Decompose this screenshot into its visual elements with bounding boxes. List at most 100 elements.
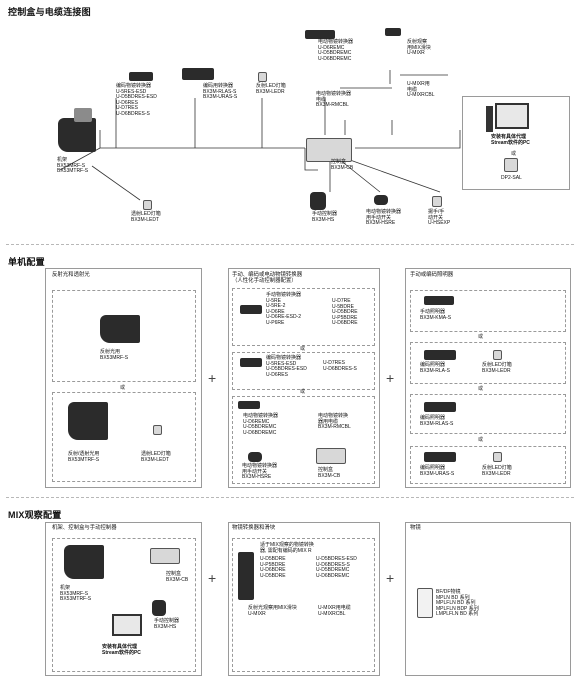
rlas-image: [424, 402, 456, 412]
single-col3-box1: [410, 290, 566, 332]
single-col3-or2: 或: [478, 386, 484, 392]
coded-turret-label: 编码用转换器 BX3M-RLAS-S BX3M-URAS-S: [203, 83, 238, 101]
mix-col3-frame: [405, 522, 571, 676]
single-led-image: [153, 425, 162, 435]
single-col3-item2: 编码照明器 BX3M-RLA-S: [420, 362, 451, 374]
plus-2: +: [386, 370, 395, 386]
single-col2-box2: [232, 352, 375, 390]
mix-cb-image: [150, 548, 180, 564]
single-col3-led4: 反射LED灯箱 BX3M-LEDR: [482, 465, 512, 477]
single-col2-box2-b: U-D7RES U-D6BDRES-S: [323, 360, 357, 372]
mix-col1-hs: 手动控制器 BX3M-HS: [154, 618, 180, 630]
mix-col3-title: 物镜: [410, 525, 421, 531]
single-col3-frame: [405, 268, 571, 488]
plus-4: +: [386, 570, 395, 586]
coded-nosepiece2-image: [240, 358, 262, 367]
rla-image: [424, 350, 456, 360]
pc-label: 安装有具体代理 Stream软件的PC: [491, 134, 530, 146]
mix-pc-image: [112, 614, 142, 636]
single-col3-item3: 编码照明器 BX3M-RLAS-S: [420, 415, 454, 427]
motor-nosepiece-label: 电动物镜转换器 U-D6REMC U-D5BDREMC U-D6BDREMC: [318, 39, 354, 62]
mix-col1-frame: [45, 522, 202, 676]
single-col2-box3-d: 控制盒 BX3M-CB: [318, 467, 341, 479]
single-col3-item4: 编码照明器 BX3M-URAS-S: [420, 465, 455, 477]
section-title-mix: MIX观察配置: [8, 510, 62, 520]
single-col2-box3: [232, 396, 375, 484]
mix-col1-title: 机架、控制盒与手动控制器: [52, 525, 117, 531]
manual-nosepiece-image: [240, 305, 262, 314]
mix-slider-image: [238, 552, 254, 600]
mix-col3-text: BF/DF物镜 MPLN BD 系列 MPLFLN BD 系列 MPLFLN B…: [436, 589, 479, 618]
foot-switch-image: [432, 196, 442, 207]
hand-switch-2-image: [374, 195, 388, 205]
single-col2-title: 手动、编码或电动物镜转换器 （人性化手动控制器配置）: [232, 272, 303, 284]
single-col1-item2: 反射/透射光用 BX53MTRF-S: [68, 451, 100, 463]
single-col2-box1-a: 手动物镜转换器 U-5RE U-5RE-2 U-D6RE U-D6RE-ESD-…: [266, 292, 302, 326]
single-col3-item1: 手动照明器 BX3M-KMA-S: [420, 309, 452, 321]
mix-col1-pc: 安装有具体代理 Stream软件的PC: [102, 644, 141, 656]
mix-col1-box: [52, 538, 196, 672]
pc-monitor-image: [495, 103, 529, 129]
single-col3-box2: [410, 342, 566, 384]
microscope-label: 机架 BX53MRF-S BX53MTRF-S: [57, 157, 89, 175]
coded-nosepiece-image: [129, 72, 153, 81]
section-title-cable-diagram: 控制盒与电缆连接图: [8, 7, 91, 17]
coded-nosepiece-label: 编码物镜转换器 U-5RES-ESD U-D5BDRES-ESD U-D6RES…: [116, 83, 157, 117]
mix-col2-title: 物镜转换器和滑块: [232, 525, 276, 531]
single-col2-box1: [232, 288, 375, 346]
plus-3: +: [208, 570, 217, 586]
mix-col2-list-b: U-D5BDRES-ESD U-D6BDRES-S U-D5BDREMC U-D…: [316, 556, 357, 579]
hand-switch-label: 手动控制器 BX3M-HS: [312, 211, 338, 223]
single-col1-or: 或: [120, 385, 126, 391]
mix-col2-text-a: 适于MIX观察的物镜转换 器, 需配有编码的MIX R: [260, 542, 314, 554]
single-col1-item1: 反射光用 BX53MRF-S: [100, 349, 129, 361]
single-col1-box1: [52, 290, 196, 382]
mix-slider-image: [385, 28, 401, 36]
single-col1-led: 透射LED灯箱 BX3M-LEDT: [141, 451, 171, 463]
single-col3-box4: [410, 446, 566, 484]
mix-frame-image: [64, 545, 104, 579]
single-col3-or3: 或: [478, 437, 484, 443]
single-col2-box3-c: 电动物镜转换器 用手动开关 BX3M-HSRE: [242, 463, 278, 481]
single-col2-box1-b: U-D7RE U-5BDRE U-D5BDRE U-P5BDRE U-D6BDR…: [332, 298, 358, 327]
pc-tower-image: [486, 106, 493, 132]
reflect-led-image: [258, 72, 267, 82]
mix-hs-image: [152, 600, 166, 616]
single-col2-box3-b: 电动物镜转换 器用电缆 BX3M-RMCBL: [318, 413, 351, 431]
dp2-sal-image: [504, 158, 518, 172]
connection-lines: [59, 70, 461, 201]
motor-cable-label: 电动物镜转换器 电缆 BX3M-RMCBL: [316, 91, 352, 109]
transmit-frame-image: [68, 402, 108, 440]
single-col2-box2-a: 编码物镜转换器 U-5RES-ESD U-D5BDRES-ESD U-D6RES: [266, 355, 307, 378]
reflect-led-label: 反射LED灯箱 BX3M-LEDR: [256, 83, 286, 95]
control-box-image: [306, 138, 352, 162]
mix-col2-list-a: U-D5BDRE U-P5BDRE U-D6BDRE U-D5BDRE: [260, 556, 286, 579]
mix-cable-label: U-MIXR用 电缆 U-MIXRCBL: [407, 81, 435, 99]
single-col1-box2: [52, 392, 196, 482]
plus-1: +: [208, 370, 217, 386]
ledr-image: [493, 350, 502, 360]
separator-1: [6, 244, 574, 245]
pc-box: [462, 96, 570, 190]
motor-nosepiece-image: [305, 30, 335, 39]
single-col1-frame: [45, 268, 202, 488]
single-col2-frame: [228, 268, 380, 488]
separator-2: [6, 497, 574, 498]
mix-col2-frame: [228, 522, 380, 676]
coded-turret-image: [182, 68, 214, 80]
mix-col1-cb: 控制盒 BX3M-CB: [166, 571, 189, 583]
single-col3-or1: 或: [478, 334, 484, 340]
mix-col1-frame: 机架 BX53MRF-S BX53MTRF-S: [60, 585, 92, 603]
reflect-frame-image: [100, 315, 140, 343]
kma-image: [424, 296, 454, 305]
led-lamp-image: [143, 200, 152, 210]
hand-switch-2-label: 电动物镜转换器 用手动开关 BX3M-HSRE: [366, 209, 402, 227]
microscope-frame-image: [58, 118, 96, 152]
single-col3-title: 手动或编码照明器: [410, 272, 454, 278]
foot-switch-label: 揚手/手 动开关 U-HSEXP: [428, 209, 451, 227]
mix-col2-box: [232, 538, 375, 672]
control-box-label: 控制盒 BX3M-CB: [331, 159, 354, 171]
motor-nosepiece2-image: [238, 401, 260, 409]
hand-switch-image: [310, 192, 326, 210]
mix-slider-label: 反射观察 用MIX滑块 U-MIXR: [407, 39, 431, 57]
